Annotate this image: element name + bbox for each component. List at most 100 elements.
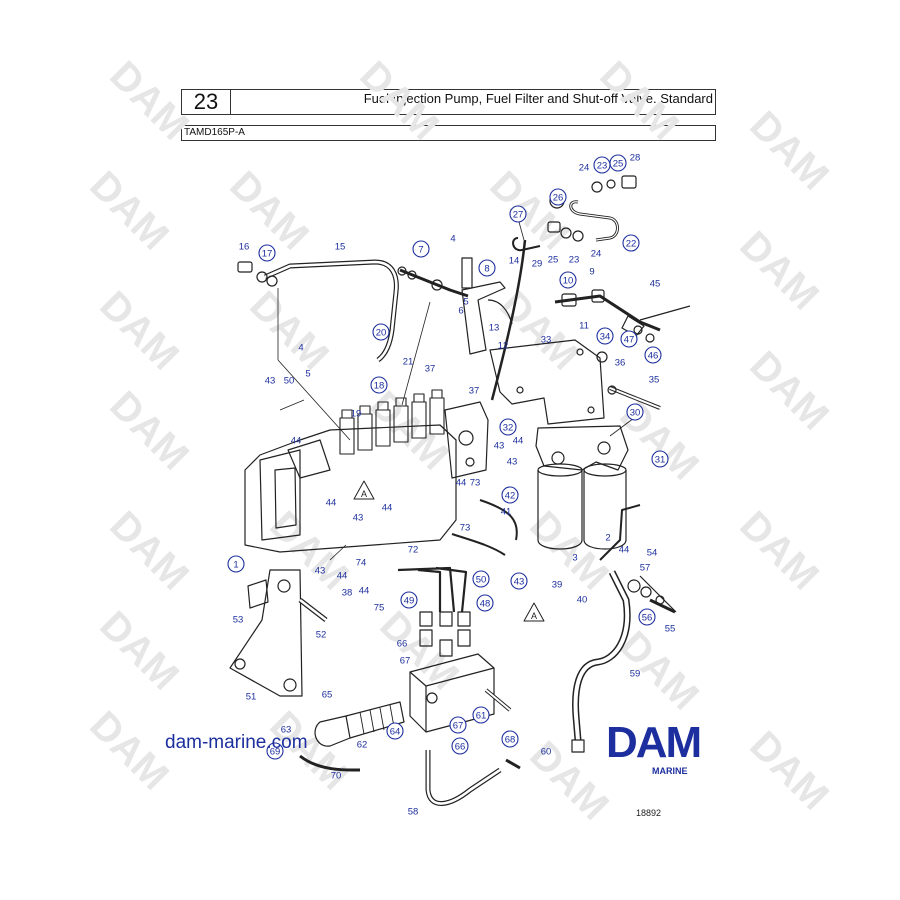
callout-74: 74 (356, 558, 367, 569)
callout-number: 24 (579, 163, 590, 174)
callout-3: 3 (572, 553, 577, 564)
callout-A: A (531, 611, 537, 621)
callout-number: 15 (335, 242, 346, 253)
watermark-text: DAM (591, 53, 687, 149)
callout-number: 65 (322, 690, 333, 701)
diagram-title: Fuel Injection Pump, Fuel Filter and Shu… (363, 91, 713, 106)
callout-52: 52 (316, 630, 327, 641)
callout-number: 9 (589, 267, 594, 278)
callout-68: 68 (501, 730, 519, 748)
callout-66: 66 (397, 639, 408, 650)
callout-number: 60 (541, 747, 552, 758)
callout-1: 1 (227, 555, 245, 573)
callout-number: 56 (642, 613, 653, 624)
callout-number: 25 (548, 255, 559, 266)
callout-number: 4 (298, 343, 303, 354)
callout-number: 34 (600, 332, 611, 343)
callout-15: 15 (335, 242, 346, 253)
callout-number: 32 (503, 423, 514, 434)
callout-4: 4 (450, 234, 455, 245)
callout-circle (509, 205, 527, 223)
callout-number: 24 (591, 249, 602, 260)
callout-39: 39 (552, 580, 563, 591)
callout-number: A (361, 489, 367, 499)
callout-number: 61 (476, 711, 487, 722)
callout-number: 13 (489, 323, 500, 334)
watermark-text: DAM (491, 283, 587, 379)
callout-27: 27 (509, 205, 527, 223)
callout-number: 11 (579, 321, 589, 332)
callout-number: 50 (476, 575, 487, 586)
callout-10: 10 (559, 271, 577, 289)
callout-number: 19 (351, 409, 362, 420)
callout-51: 51 (246, 692, 257, 703)
callout-number: 25 (613, 159, 624, 170)
callout-circle (472, 570, 490, 588)
callout-31: 31 (651, 450, 669, 468)
callout-circle (501, 486, 519, 504)
callout-circle (622, 234, 640, 252)
callout-65: 65 (322, 690, 333, 701)
callout-number: 44 (291, 436, 302, 447)
dam-marine-logo: DAM MARINE (606, 721, 738, 779)
callout-70: 70 (331, 771, 342, 782)
callout-50: 50 (472, 570, 490, 588)
callout-number: 41 (501, 507, 512, 518)
callout-43: 43 (510, 572, 528, 590)
callout-43: 43 (265, 376, 276, 387)
callout-number: 37 (425, 364, 436, 375)
callout-circle (499, 418, 517, 436)
callout-circle (370, 376, 388, 394)
callout-number: 67 (400, 656, 411, 667)
callout-number: 35 (649, 375, 660, 386)
callout-number: 43 (514, 577, 525, 588)
callout-number: 26 (553, 193, 564, 204)
callout-37: 37 (469, 386, 480, 397)
callout-number: 46 (648, 351, 659, 362)
callout-14: 14 (509, 256, 520, 267)
callout-number: 14 (509, 256, 520, 267)
callout-circle (501, 730, 519, 748)
callout-44: 44 (337, 571, 348, 582)
callout-28: 28 (630, 153, 641, 164)
callout-7: 7 (412, 240, 430, 258)
callout-number: 57 (640, 563, 651, 574)
callout-25: 25 (548, 255, 559, 266)
watermark-text: DAM (81, 703, 177, 799)
callout-43: 43 (315, 566, 326, 577)
website-link[interactable]: dam-marine.com (165, 732, 308, 753)
callout-53: 53 (233, 615, 244, 626)
callout-circle (596, 327, 614, 345)
callout-circle (651, 450, 669, 468)
callout-number: 43 (494, 441, 505, 452)
callout-number: 45 (650, 279, 661, 290)
callout-number: 10 (563, 276, 574, 287)
callout-5: 5 (463, 297, 468, 308)
callout-18: 18 (370, 376, 388, 394)
callout-number: 43 (315, 566, 326, 577)
callout-number: 68 (505, 735, 516, 746)
callout-number: 66 (455, 742, 466, 753)
callout-number: 72 (408, 545, 419, 556)
callout-number: A (531, 611, 537, 621)
callout-number: 6 (458, 306, 463, 317)
callout-number: 5 (305, 369, 310, 380)
callout-43: 43 (507, 457, 518, 468)
callout-number: 44 (619, 545, 630, 556)
callout-number: 43 (265, 376, 276, 387)
watermark-text: DAM (731, 223, 827, 319)
callout-36: 36 (615, 358, 626, 369)
callout-number: 54 (647, 548, 658, 559)
callout-number: 66 (397, 639, 408, 650)
callout-46: 46 (644, 346, 662, 364)
callout-circle (227, 555, 245, 573)
callout-number: 18 (374, 381, 385, 392)
callout-A: A (361, 489, 367, 499)
callout-61: 61 (472, 706, 490, 724)
callout-16: 16 (239, 242, 250, 253)
callout-number: 20 (376, 328, 387, 339)
callout-number: 52 (316, 630, 327, 641)
callout-62: 62 (357, 740, 368, 751)
callout-20: 20 (372, 323, 390, 341)
callout-6: 6 (458, 306, 463, 317)
